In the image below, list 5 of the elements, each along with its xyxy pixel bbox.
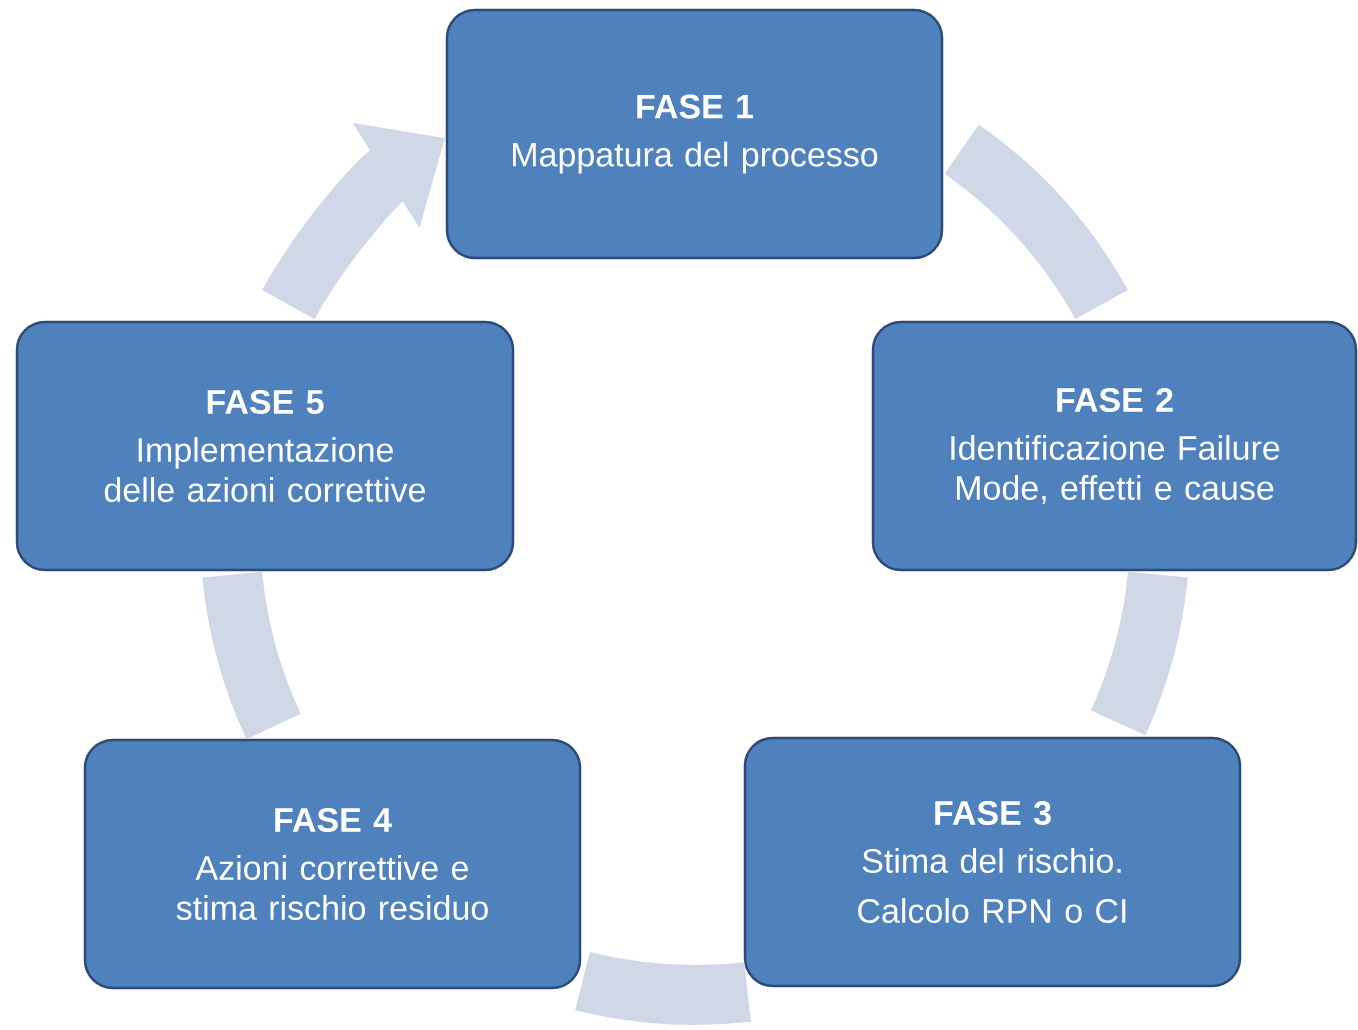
process-box: FASE 3 Stima del rischio. Calcolo RPN o CI	[743, 736, 1242, 988]
process-box: FASE 5 Implementazione delle azioni correttive	[15, 320, 515, 572]
process-box: FASE 1 Mappatura del processo	[445, 8, 944, 260]
process-box: FASE 4 Azioni correttive e stima rischio residuo	[83, 738, 582, 990]
process-box: FASE 2 Identificazione Failure Mode, effetti e cause	[871, 320, 1358, 572]
